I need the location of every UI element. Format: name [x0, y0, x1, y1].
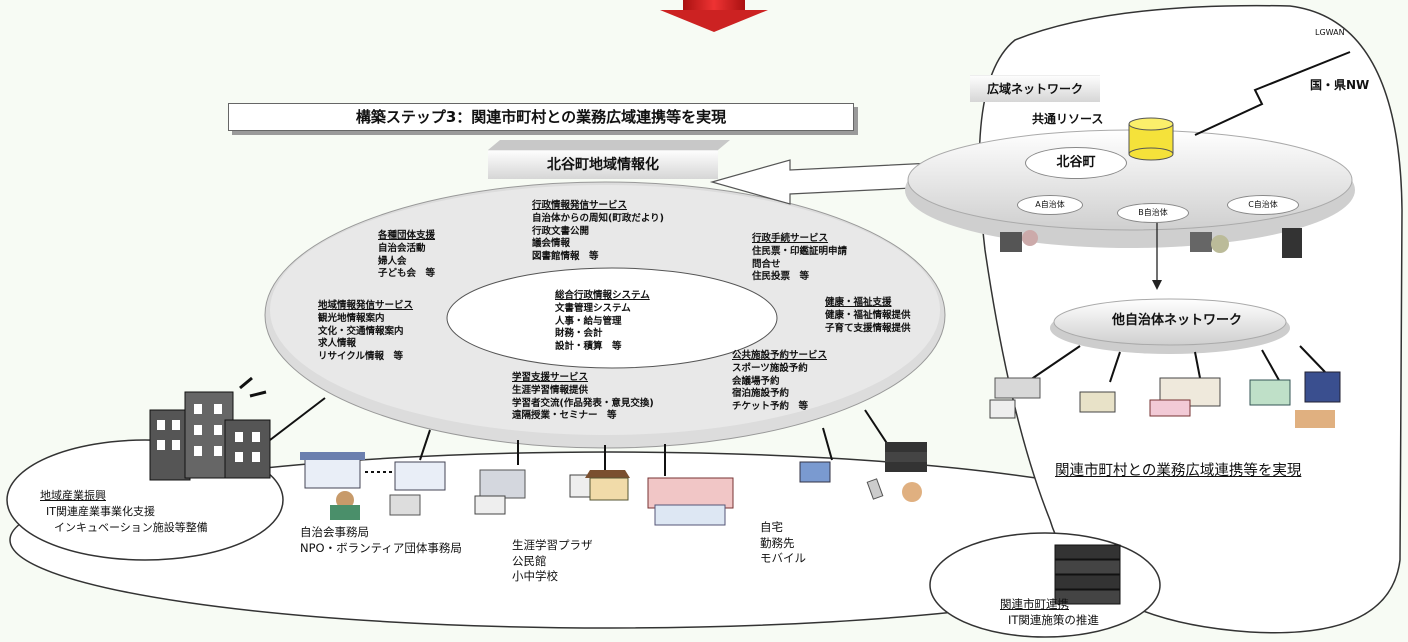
hub-title: 北谷町地域情報化 — [488, 150, 718, 179]
server-rack-icon — [1054, 544, 1121, 605]
core-system-block: 総合行政情報システム 文書管理システム 人事・給与管理 財務・会計 設計・積算 … — [555, 290, 650, 353]
service-facility-booking: 公共施設予約サービス スポーツ施設予約 会議場予約 宿泊施設予約 チケット予約 … — [732, 350, 828, 413]
shared-resource-icon — [1128, 117, 1174, 161]
service-health-welfare: 健康・福祉支援 健康・福祉情報提供 子育て支援情報提供 — [825, 297, 911, 334]
users-icon — [1000, 228, 1302, 258]
core-system-title: 総合行政情報システム — [555, 290, 650, 301]
locations-personal: 自宅 勤務先 モバイル — [760, 520, 806, 566]
learning-plaza-icon — [474, 469, 734, 526]
core-system-ellipse — [446, 267, 778, 369]
community-office-icon — [300, 452, 446, 520]
service-procedures: 行政手続サービス 住民票・印鑑証明申請 問合せ 住民投票 等 — [752, 233, 848, 283]
muni-b-node: B自治体 — [1117, 203, 1189, 223]
banner-title: 構築ステップ3：関連市町村との業務広域連携等を実現 — [228, 103, 854, 131]
service-learning: 学習支援サービス 生涯学習情報提供 学習者交流(作品発表・意見交換) 遠隔授業・… — [512, 372, 654, 422]
muni-c-node: C自治体 — [1227, 195, 1299, 215]
service-regional-info: 地域情報発信サービス 観光地情報案内 文化・交通情報案内 求人情報 リサイクル情… — [318, 300, 414, 363]
wide-area-title: 広域ネットワーク — [970, 75, 1100, 102]
industry-block: 地域産業振興 IT関連産業事業化支援 インキュベーション施設等整備 — [40, 489, 208, 534]
down-arrow-icon — [660, 0, 768, 32]
lgwan-label: LGWAN — [1315, 28, 1345, 37]
home-work-mobile-icon — [799, 442, 927, 502]
service-admin-info: 行政情報発信サービス 自治体からの周知(町政だより) 行政文書公開 議会情報 図… — [532, 200, 664, 263]
municipal-facilities-icon — [989, 371, 1341, 428]
other-network-label: 他自治体ネットワーク — [1112, 313, 1243, 328]
town-node: 北谷町 — [1025, 147, 1127, 179]
wide-area-caption: 関連市町村との業務広域連携等を実現 — [1055, 463, 1302, 479]
muni-a-node: A自治体 — [1017, 195, 1083, 215]
shared-resource-label: 共通リソース — [1032, 112, 1104, 126]
lightning-icon — [1194, 51, 1351, 136]
office-buildings-icon — [149, 376, 271, 481]
service-groups-support: 各種団体支援 自治会活動 婦人会 子ども会 等 — [378, 230, 436, 280]
locations-learning: 生涯学習プラザ 公民館 小中学校 — [512, 538, 593, 584]
cooperation-block: 関連市町連携 IT関連施策の推進 — [1000, 597, 1099, 628]
locations-community: 自治会事務局 NPO・ボランティア団体事務局 — [300, 525, 462, 555]
national-nw-label: 国・県NW — [1310, 78, 1370, 92]
